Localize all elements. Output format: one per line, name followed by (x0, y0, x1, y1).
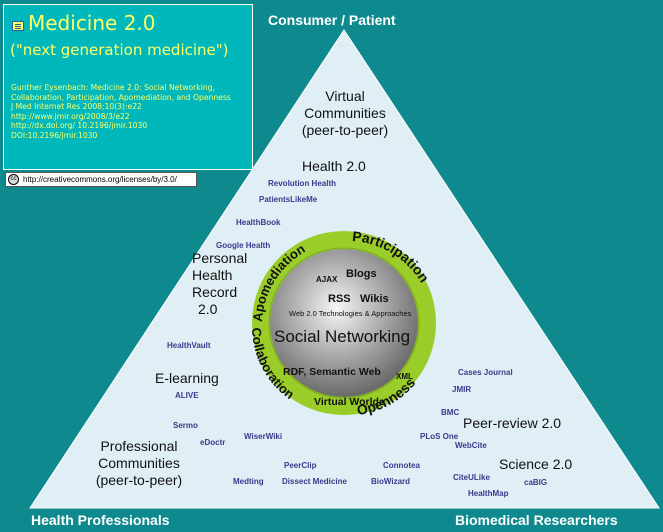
label-line: Communities (98, 455, 180, 471)
site-patientslikeme: PatientsLikeMe (259, 195, 318, 204)
citation-line: Gunther Eysenbach: Medicine 2.0: Social … (11, 83, 231, 102)
site-webcite: WebCite (455, 441, 487, 450)
inner-ajax: AJAX (316, 275, 338, 284)
site-cabig: caBIG (524, 478, 548, 487)
label-line: (peer-to-peer) (301, 122, 389, 138)
label-personal-health-record: Personal Health Record 2.0 (192, 250, 247, 318)
site-google-health: Google Health (216, 241, 271, 250)
site-peerclip: PeerClip (284, 461, 317, 470)
label-line: Record (192, 284, 238, 300)
corner-consumer-patient: Consumer / Patient (268, 12, 396, 28)
citation-line: J Med Internet Res 2008;10(3):e22 (11, 102, 142, 112)
info-subtitle: ("next generation medicine") (10, 41, 229, 59)
site-connotea: Connotea (383, 461, 420, 470)
site-medting: Medting (233, 477, 264, 486)
sphere (270, 249, 418, 397)
site-dissect-medicine: Dissect Medicine (282, 477, 347, 486)
site-bmc: BMC (441, 408, 460, 417)
site-sermo: Sermo (173, 421, 198, 430)
label-virtual-communities: Virtual Communities (peer-to-peer) (289, 88, 401, 139)
inner-blogs: Blogs (346, 268, 377, 280)
inner-social-networking: Social Networking (274, 327, 411, 346)
license-url[interactable]: http://creativecommons.org/licenses/by/3… (23, 175, 177, 184)
site-revolution-health: Revolution Health (268, 179, 337, 188)
site-biowizard: BioWizard (371, 477, 411, 486)
label-line: (peer-to-peer) (95, 472, 183, 488)
document-icon (12, 21, 24, 31)
site-alive: ALIVE (175, 391, 199, 400)
info-title: Medicine 2.0 (12, 11, 156, 35)
label-line: Health (192, 267, 233, 283)
label-science-2-0: Science 2.0 (499, 456, 573, 472)
ring-inner-line (268, 247, 420, 399)
site-healthvault: HealthVault (167, 341, 211, 350)
site-cases-journal: Cases Journal (458, 368, 513, 377)
inner-rdf-semantic-web: RDF, Semantic Web (283, 366, 381, 378)
citation-line: http://dx.doi.org/ 10.2196/jmir.1030 (11, 121, 148, 131)
label-line: Professional (100, 438, 178, 454)
inner-web20: Web 2.0 Technologies & Approaches (289, 309, 412, 318)
site-healthmap: HealthMap (468, 489, 509, 498)
info-title-text: Medicine 2.0 (28, 11, 156, 35)
label-peer-review-2-0: Peer-review 2.0 (463, 415, 562, 431)
info-box: Medicine 2.0 ("next generation medicine"… (3, 4, 253, 170)
citation-line: http://www.jmir.org/2008/3/e22 (11, 111, 130, 121)
citation-line: DOI:10.2196/jmir.1030 (11, 130, 98, 140)
inner-xml: XML (396, 372, 413, 381)
inner-rss: RSS (328, 293, 351, 305)
label-line: Communities (304, 105, 386, 121)
corner-health-professionals: Health Professionals (31, 512, 170, 528)
inner-wikis: Wikis (360, 293, 389, 305)
label-e-learning: E-learning (155, 370, 219, 386)
site-jmir: JMIR (452, 385, 472, 394)
label-health-2-0: Health 2.0 (302, 158, 366, 174)
label-line: Virtual (325, 88, 365, 104)
site-edoctr: eDoctr (200, 438, 226, 447)
label-line: Personal (192, 250, 248, 266)
cc-icon: cc (8, 174, 19, 185)
site-wiserwiki: WiserWiki (244, 432, 283, 441)
site-citeulike: CiteULike (453, 473, 490, 482)
site-plos-one: PLoS One (420, 432, 459, 441)
site-healthbook: HealthBook (236, 218, 281, 227)
label-line: 2.0 (198, 301, 218, 317)
inner-virtual-worlds: Virtual Worlds (314, 396, 385, 408)
info-citation: Gunther Eysenbach: Medicine 2.0: Social … (11, 83, 247, 141)
corner-biomedical-researchers: Biomedical Researchers (455, 512, 618, 528)
license-bar: cc http://creativecommons.org/licenses/by… (5, 172, 197, 187)
label-professional-communities: Professional Communities (peer-to-peer) (80, 438, 198, 489)
